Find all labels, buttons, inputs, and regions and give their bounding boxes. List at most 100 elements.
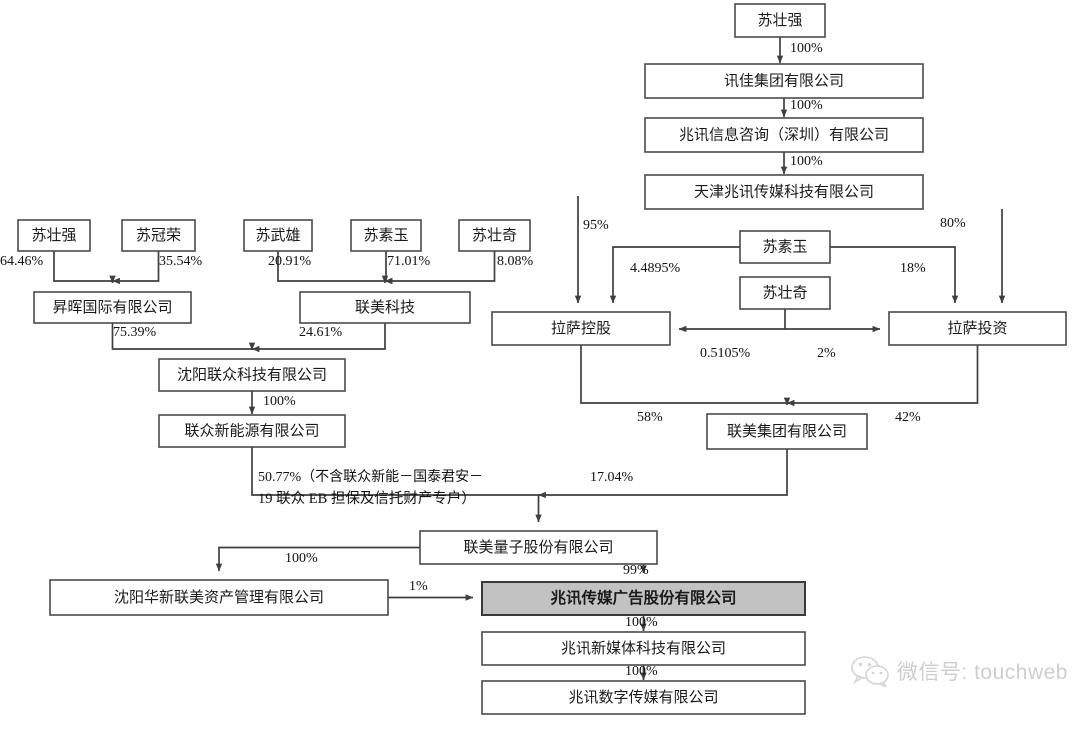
node-label: 苏素玉 — [363, 227, 408, 244]
node-box — [644, 174, 924, 210]
edge-label-e21: 17.04% — [590, 470, 634, 485]
node-box — [350, 219, 422, 252]
node-lianmei_quantum[interactable]: 联美量子股份有限公司 — [419, 530, 658, 565]
edge-label-e22: 100% — [285, 551, 318, 566]
node-box — [739, 230, 831, 264]
edge-label-e14: 20.91% — [268, 254, 312, 269]
edge-label-e8: 0.5105% — [700, 346, 751, 361]
node-su_zhuangqiang_top[interactable]: 苏壮强 — [734, 3, 826, 38]
node-xunjia_group[interactable]: 讯佳集团有限公司 — [644, 63, 924, 99]
edge-label-e12: 64.46% — [0, 254, 44, 269]
edge-e22 — [215, 546, 420, 572]
edge-label-e6: 4.4895% — [630, 261, 681, 276]
node-zhaoxun_newmedia[interactable]: 兆讯新媒体科技有限公司 — [481, 631, 806, 666]
edge-label-e2: 100% — [790, 98, 823, 113]
node-label: 联美量子股份有限公司 — [463, 539, 613, 556]
node-label: 讯佳集团有限公司 — [724, 72, 844, 89]
node-su_zhuangqi_r[interactable]: 苏壮奇 — [739, 276, 831, 310]
edge-e13 — [112, 251, 160, 285]
edge-label-e3: 100% — [790, 154, 823, 169]
node-su_wuxiong[interactable]: 苏武雄 — [243, 219, 313, 252]
node-label: 兆讯数字传媒有限公司 — [568, 689, 718, 706]
node-box — [706, 413, 868, 450]
node-lianmei_group[interactable]: 联美集团有限公司 — [706, 413, 868, 450]
node-su_suyu_r[interactable]: 苏素玉 — [739, 230, 831, 264]
node-zhaoxun_info[interactable]: 兆讯信息咨询（深圳）有限公司 — [644, 117, 924, 153]
node-label: 联美集团有限公司 — [727, 423, 847, 440]
node-label: 拉萨控股 — [551, 320, 611, 337]
node-label: 苏壮强 — [757, 12, 802, 29]
edge-label-e18: 24.61% — [299, 325, 343, 340]
note-note_50_77_line2: 19 联众 EB 担保及信托财产专户） — [258, 490, 476, 507]
node-box — [734, 3, 826, 38]
node-box — [458, 219, 531, 252]
edge-e8 — [678, 309, 786, 333]
node-zhaoxun_digital[interactable]: 兆讯数字传媒有限公司 — [481, 680, 806, 715]
edge-label-e25: 100% — [625, 615, 658, 630]
node-label: 昇晖国际有限公司 — [52, 299, 172, 316]
edge-e6 — [609, 246, 740, 304]
node-label: 联美科技 — [355, 299, 415, 316]
node-tianjin_zhaoxun[interactable]: 天津兆讯传媒科技有限公司 — [644, 174, 924, 210]
edge-labels-layer: 100%100%100%95%80%4.4895%18%0.5105%2%58%… — [0, 41, 966, 679]
node-lianmei_tech[interactable]: 联美科技 — [299, 291, 471, 324]
node-zhaoxun_ad[interactable]: 兆讯传媒广告股份有限公司 — [481, 581, 806, 616]
edge-label-e17: 75.39% — [113, 325, 157, 340]
node-box — [644, 117, 924, 153]
edge-e20 — [251, 447, 542, 523]
node-box — [644, 63, 924, 99]
node-label: 兆讯信息咨询（深圳）有限公司 — [679, 126, 889, 143]
edge-label-e19: 100% — [263, 394, 296, 409]
edge-e11 — [786, 345, 979, 407]
node-lianzhong_energy[interactable]: 联众新能源有限公司 — [158, 414, 346, 448]
node-label: 苏壮奇 — [762, 284, 807, 301]
node-box — [481, 581, 806, 616]
nodes-layer: 苏壮强讯佳集团有限公司兆讯信息咨询（深圳）有限公司天津兆讯传媒科技有限公司苏壮强… — [17, 3, 1067, 715]
node-shenghui[interactable]: 昇晖国际有限公司 — [33, 291, 192, 324]
node-label: 拉萨投资 — [947, 320, 1007, 337]
node-su_zhuangqi_l[interactable]: 苏壮奇 — [458, 219, 531, 252]
edge-label-e1: 100% — [790, 41, 823, 56]
edge-e10 — [580, 345, 791, 406]
node-box — [158, 414, 346, 448]
edge-e18 — [251, 323, 386, 353]
edge-e15 — [384, 251, 393, 285]
node-shenyang_lianzhong[interactable]: 沈阳联众科技有限公司 — [158, 358, 346, 392]
node-box — [419, 530, 658, 565]
node-lasa_invest[interactable]: 拉萨投资 — [888, 311, 1067, 346]
node-label: 苏武雄 — [255, 227, 300, 244]
node-label: 联众新能源有限公司 — [184, 422, 319, 439]
node-box — [158, 358, 346, 392]
edge-label-e5: 80% — [940, 216, 966, 231]
node-box — [739, 276, 831, 310]
node-box — [481, 680, 806, 715]
edge-e12 — [53, 251, 116, 284]
node-label: 沈阳华新联美资产管理有限公司 — [114, 589, 324, 606]
edge-e21 — [538, 449, 788, 499]
edge-label-e9: 2% — [817, 346, 836, 361]
node-su_zhuangqiang_l[interactable]: 苏壮强 — [17, 219, 91, 252]
node-box — [888, 311, 1067, 346]
node-box — [121, 219, 196, 252]
node-su_guanrong[interactable]: 苏冠荣 — [121, 219, 196, 252]
node-label: 苏冠荣 — [136, 227, 181, 244]
node-box — [243, 219, 313, 252]
edge-label-e13: 35.54% — [159, 254, 203, 269]
edge-label-e16: 8.08% — [497, 254, 534, 269]
edge-e16 — [384, 251, 496, 285]
node-box — [17, 219, 91, 252]
edge-label-e26: 100% — [625, 664, 658, 679]
node-lasa_holding[interactable]: 拉萨控股 — [491, 311, 671, 346]
edge-label-e7: 18% — [900, 261, 926, 276]
edge-label-e23: 99% — [623, 563, 649, 578]
node-box — [491, 311, 671, 346]
node-shenyang_huaxin[interactable]: 沈阳华新联美资产管理有限公司 — [49, 579, 389, 616]
edges-layer — [53, 37, 1006, 681]
node-label: 苏壮强 — [31, 227, 76, 244]
node-label: 苏壮奇 — [472, 227, 517, 244]
node-label: 沈阳联众科技有限公司 — [177, 366, 327, 383]
node-box — [49, 579, 389, 616]
node-su_suyu_l[interactable]: 苏素玉 — [350, 219, 422, 252]
